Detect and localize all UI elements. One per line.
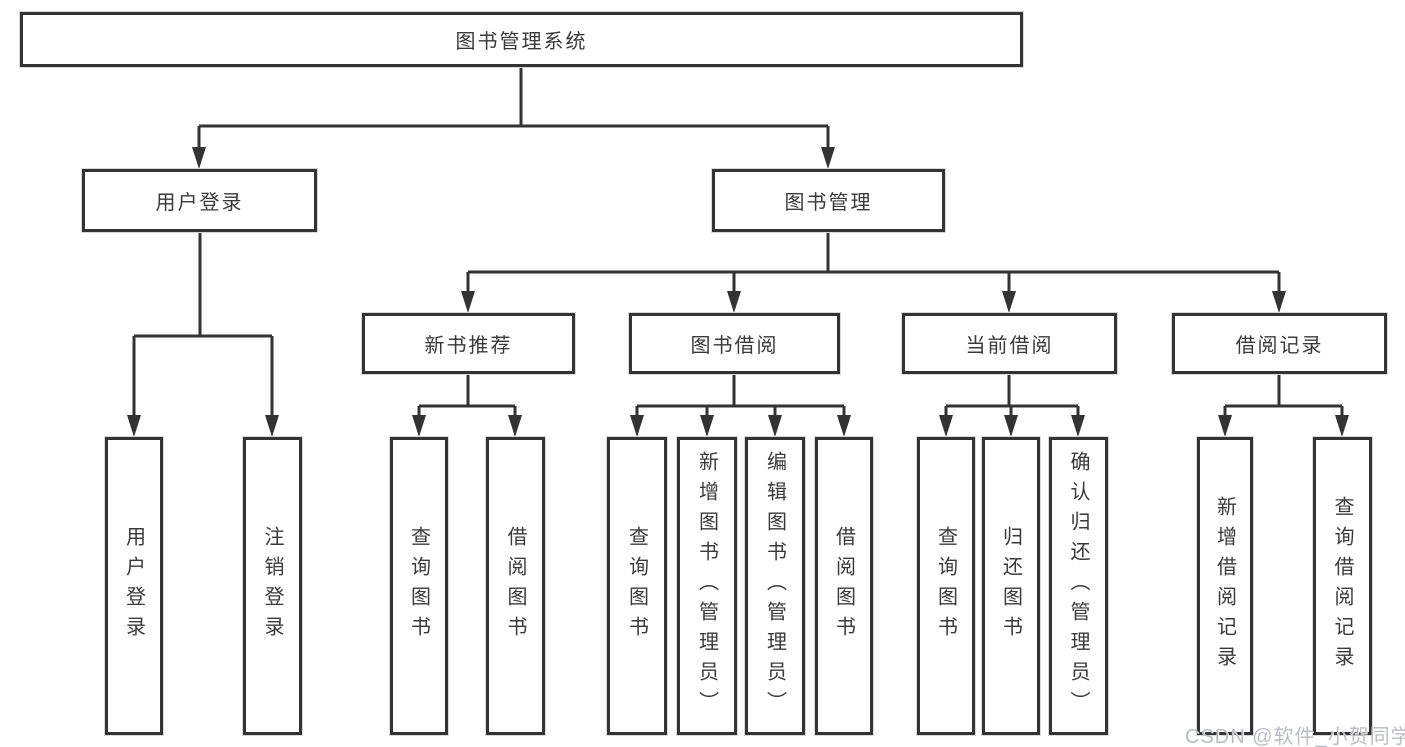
node-current-borrow: 当前借阅 bbox=[902, 313, 1117, 374]
leaf-newrec-borrow-book: 借阅图书 bbox=[486, 437, 545, 735]
leaf-borrow-add-book-admin: 新增图书（管理员） bbox=[677, 437, 737, 735]
leaf-borrow-query-book: 查询图书 bbox=[607, 437, 667, 735]
leaf-records-query-record: 查询借阅记录 bbox=[1313, 437, 1372, 735]
leaf-borrow-borrow-book: 借阅图书 bbox=[815, 437, 873, 735]
node-book-management: 图书管理 bbox=[712, 169, 945, 232]
connector-line bbox=[132, 67, 1344, 417]
watermark: CSDN @软件_小贺同学 bbox=[1185, 726, 1405, 747]
leaf-logout-login: 注销登录 bbox=[243, 437, 302, 735]
leaf-borrow-edit-book-admin: 编辑图书（管理员） bbox=[745, 437, 805, 735]
leaf-current-return-book: 归还图书 bbox=[982, 437, 1040, 735]
node-borrow-records: 借阅记录 bbox=[1172, 313, 1387, 374]
leaf-current-query-book: 查询图书 bbox=[917, 437, 975, 735]
node-new-book-recommend: 新书推荐 bbox=[362, 313, 575, 374]
node-book-borrow: 图书借阅 bbox=[629, 313, 840, 374]
leaf-user-login: 用户登录 bbox=[105, 437, 163, 735]
leaf-records-add-record: 新增借阅记录 bbox=[1197, 437, 1253, 735]
leaf-current-confirm-return-admin: 确认归还（管理员） bbox=[1049, 437, 1108, 735]
leaf-newrec-query-book: 查询图书 bbox=[390, 437, 448, 735]
node-user-login: 用户登录 bbox=[82, 169, 317, 232]
node-root-system: 图书管理系统 bbox=[20, 12, 1023, 67]
arrow-down-icon bbox=[127, 147, 1349, 437]
